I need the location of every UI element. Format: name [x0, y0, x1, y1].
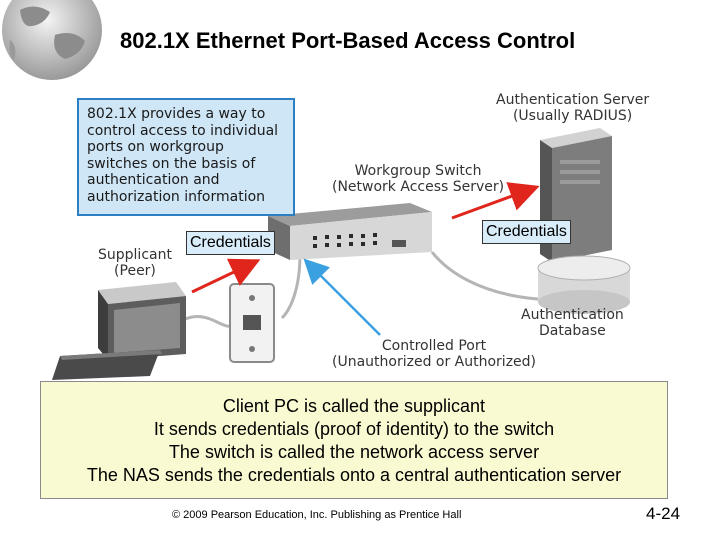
controlled-port-label: Controlled Port (Unauthorized or Authori…	[332, 338, 537, 370]
copyright-footer: © 2009 Pearson Education, Inc. Publishin…	[172, 509, 462, 521]
supplicant-label: Supplicant (Peer)	[98, 247, 172, 279]
info-line: 802.1X provides a way to	[87, 106, 266, 122]
info-box: 802.1X provides a way to control access …	[77, 98, 295, 216]
note-line: It sends credentials (proof of identity)…	[153, 419, 555, 439]
slide-title: 802.1X Ethernet Port-Based Access Contro…	[120, 28, 576, 53]
info-line: control access to individual	[87, 122, 279, 139]
info-line: ports on workgroup	[87, 139, 224, 155]
page-number: 4-24	[646, 504, 681, 523]
credentials-arrow-right	[451, 182, 540, 220]
note-line: Client PC is called the supplicant	[222, 396, 486, 416]
controlled-port-pointer	[303, 258, 381, 336]
globe-logo-icon	[2, 0, 102, 80]
info-line: authentication and	[87, 172, 220, 188]
note-line: The NAS sends the credentials onto a cen…	[86, 465, 622, 485]
wall-port-icon	[229, 283, 275, 363]
switch-label: Workgroup Switch (Network Access Server)	[332, 163, 505, 195]
info-line: switches on the basis of	[87, 155, 256, 172]
credentials-label-left: Credentials	[186, 231, 275, 255]
cable-switch-to-wall	[280, 253, 302, 320]
client-pc-icon	[52, 282, 186, 380]
auth-server-label: Authentication Server (Usually RADIUS)	[496, 92, 650, 124]
credentials-arrow-left	[191, 258, 261, 294]
credentials-label-right: Credentials	[482, 220, 571, 244]
notes-box: Client PC is called the supplicant It se…	[40, 381, 668, 499]
authentication-database-icon	[537, 255, 631, 314]
info-line: authorization information	[87, 188, 266, 205]
note-line: The switch is called the network access …	[168, 442, 540, 462]
database-label: Authentication Database	[521, 307, 624, 339]
